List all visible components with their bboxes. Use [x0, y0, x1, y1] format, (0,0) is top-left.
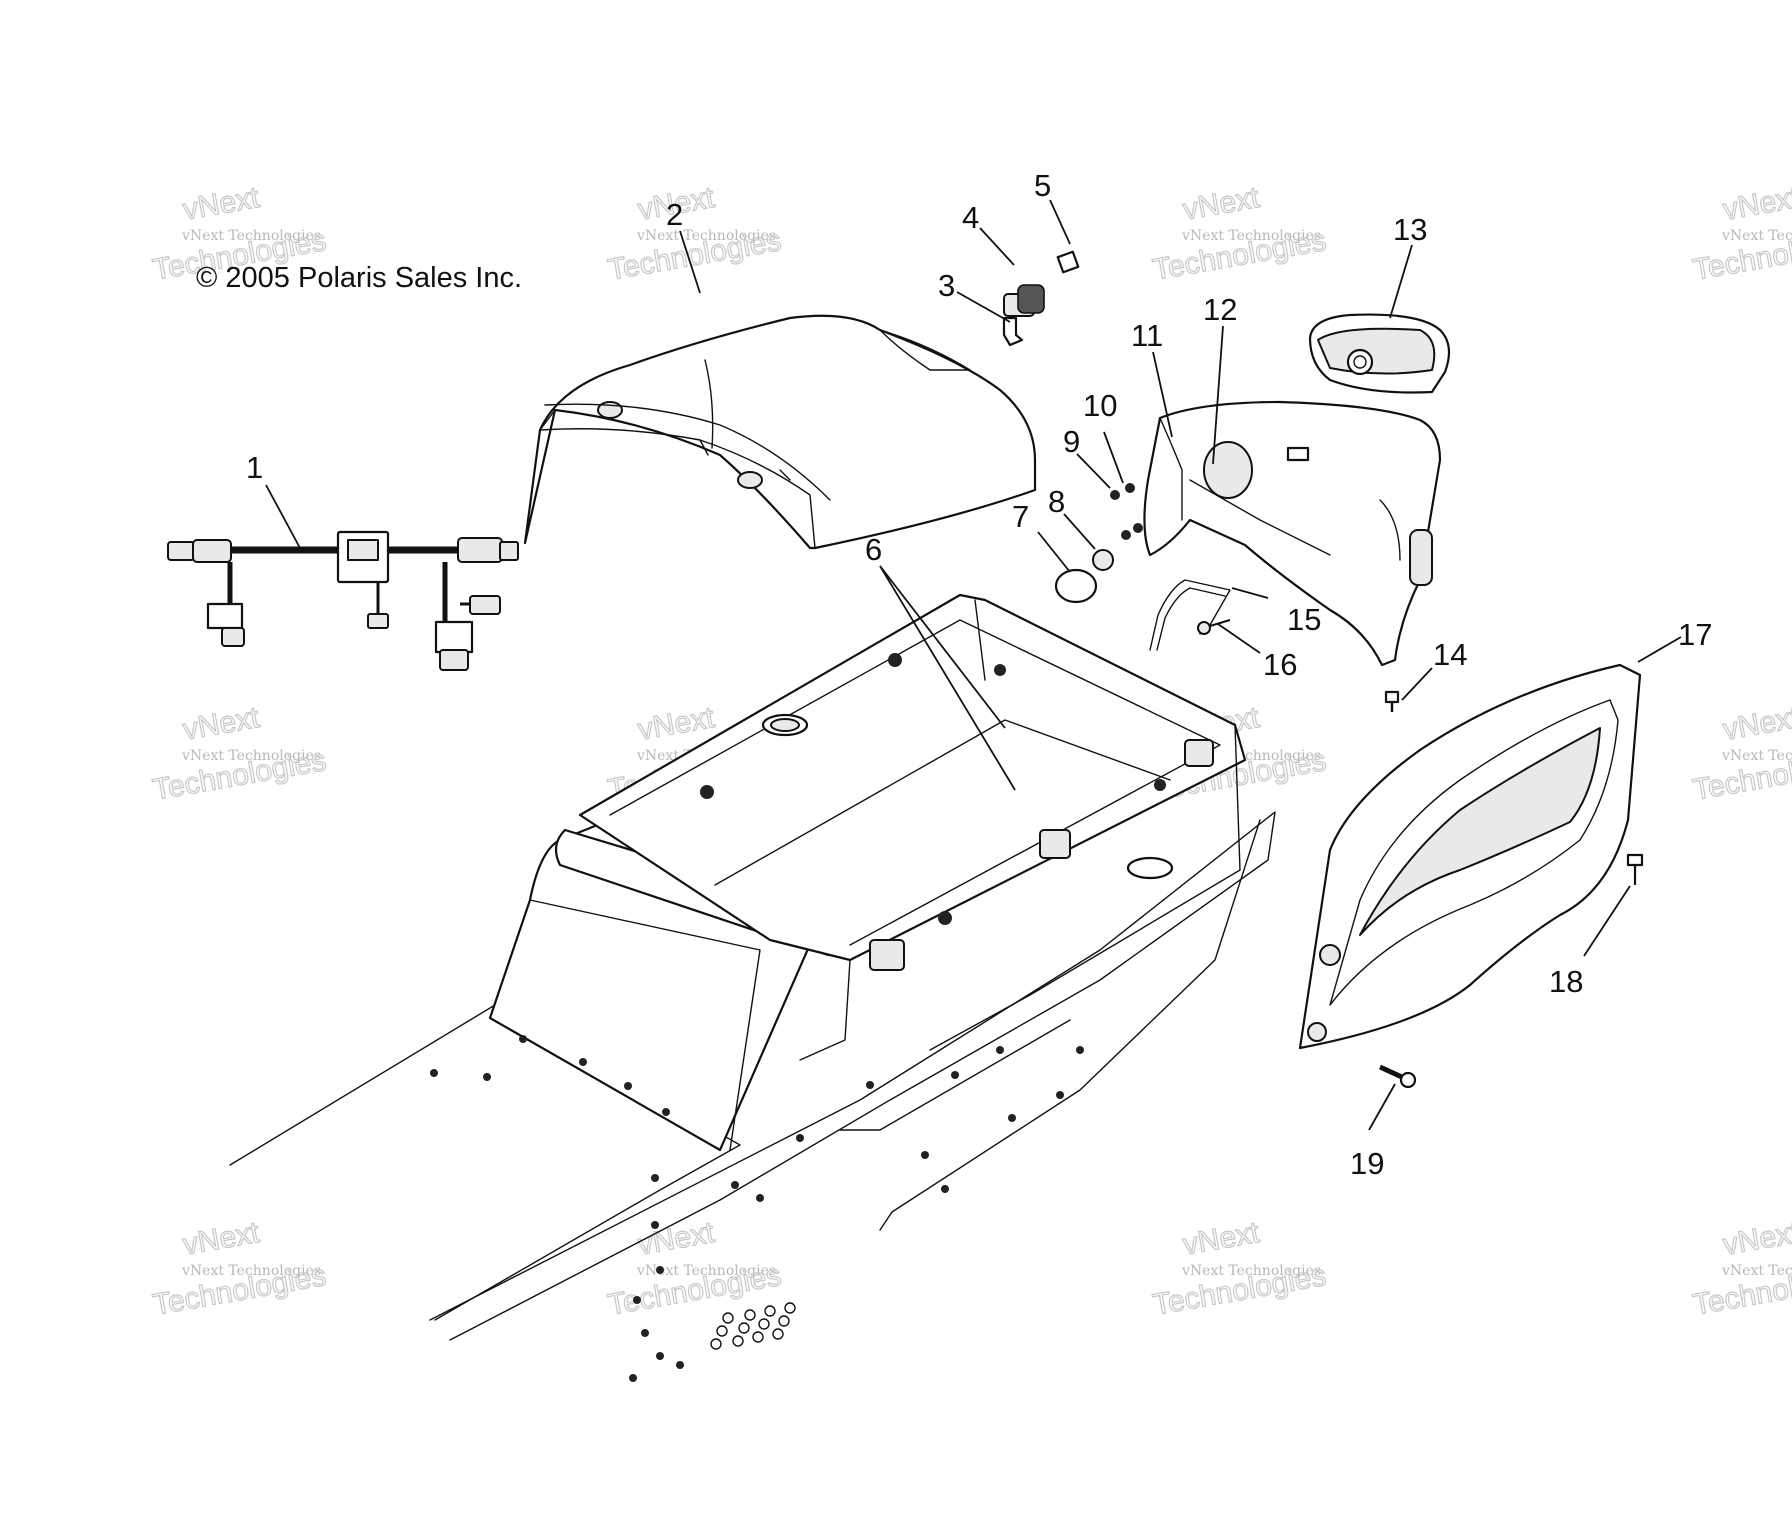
- callout-6: 6: [865, 532, 882, 567]
- copyright-text: © 2005 Polaris Sales Inc.: [196, 262, 522, 294]
- watermark-top-text: vNext: [1720, 701, 1792, 747]
- callout-10: 10: [1083, 388, 1117, 423]
- callout-17: 17: [1678, 617, 1712, 652]
- callout-12: 12: [1203, 292, 1237, 327]
- watermark-small-text: vNext Technologies: [1721, 1263, 1792, 1279]
- part-2-seat: [523, 314, 1037, 550]
- callout-5: 5: [1034, 168, 1051, 203]
- callout-4: 4: [962, 200, 979, 235]
- watermark-top-text: vNext: [1720, 181, 1792, 227]
- watermark-top-text: vNext: [1180, 1216, 1262, 1262]
- callout-11: 11: [1131, 318, 1163, 353]
- callout-9: 9: [1063, 424, 1080, 459]
- callout-8: 8: [1048, 484, 1065, 519]
- watermark-top-text: vNext: [180, 181, 262, 227]
- watermark-small-text: vNext Technologies: [1181, 228, 1321, 244]
- chassis-frame: [229, 593, 1276, 1382]
- callout-18: 18: [1549, 964, 1583, 999]
- watermark-small-text: vNext Technologies: [636, 1263, 776, 1279]
- callout-7: 7: [1012, 499, 1029, 534]
- part-11-12-housing: [1143, 400, 1442, 667]
- leader-lines: [265, 199, 1682, 1131]
- hole-grid: [710, 1302, 796, 1350]
- watermark-top-text: vNext: [635, 701, 717, 747]
- watermark-top-text: vNext: [180, 701, 262, 747]
- part-1-wire-harness: [167, 530, 519, 671]
- part-14-16-brackets: [1149, 579, 1400, 712]
- watermark-small-text: vNext Technologies: [1181, 1263, 1321, 1279]
- watermark-small-text: vNext Technologies: [1721, 228, 1792, 244]
- callout-labels: 1 2 3 4 5 6 7 8 9 10 11 12 13 14 15 16 1…: [246, 168, 1712, 1181]
- callout-16: 16: [1263, 647, 1297, 682]
- watermark-small-text: vNext Technologies: [636, 228, 776, 244]
- watermark-top-text: vNext: [180, 1216, 262, 1262]
- watermark-top-text: vNext: [1720, 1216, 1792, 1262]
- watermark-top-text: vNext: [1180, 181, 1262, 227]
- callout-15: 15: [1287, 602, 1321, 637]
- callout-14: 14: [1433, 637, 1467, 672]
- part-18-19-fasteners: [1378, 853, 1644, 1089]
- watermark-small-text: vNext Technologies: [181, 748, 321, 764]
- callout-19: 19: [1350, 1146, 1384, 1181]
- part-7-10-small-parts: [1054, 483, 1143, 604]
- part-13-lens: [1308, 313, 1451, 394]
- callout-1: 1: [246, 450, 263, 485]
- callout-2: 2: [666, 197, 683, 232]
- callout-13: 13: [1393, 212, 1427, 247]
- part-3-4-5-lock: [1002, 250, 1080, 347]
- part-17-side-panel: [1298, 663, 1642, 1050]
- watermark-small-text: vNext Technologies: [1721, 748, 1792, 764]
- watermark-small-text: vNext Technologies: [181, 1263, 321, 1279]
- callout-3: 3: [938, 268, 955, 303]
- watermark-small-text: vNext Technologies: [181, 228, 321, 244]
